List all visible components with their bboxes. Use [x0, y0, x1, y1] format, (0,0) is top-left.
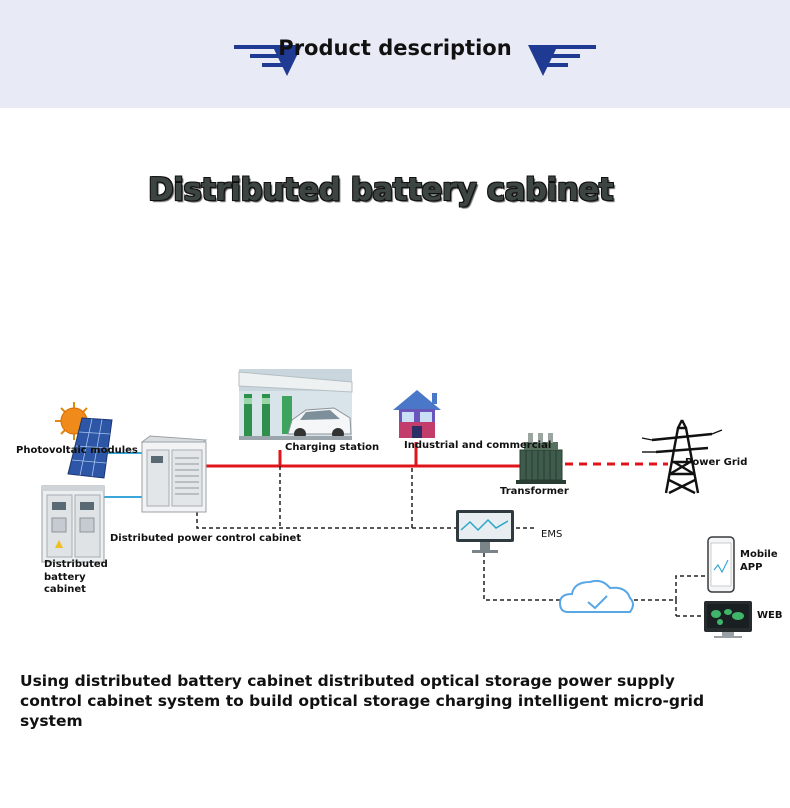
power-lines [206, 442, 520, 468]
mobile-phone-icon [707, 536, 735, 593]
power-control-label: Distributed power control cabinet [110, 533, 302, 544]
power-tower-icon [641, 419, 723, 495]
ems-monitor-icon [456, 510, 514, 553]
transformer-label: Transformer [500, 486, 569, 497]
web-label: WEB [757, 610, 783, 621]
web-monitor-icon [704, 601, 752, 638]
charging-station-icon [238, 369, 353, 440]
power-grid-label: Power Grid [685, 457, 748, 468]
ems-label: EMS [541, 529, 563, 540]
header-title: Product description [278, 36, 512, 60]
right-chevron-icon [528, 45, 596, 76]
communication-lines [196, 466, 706, 617]
cloud-icon [558, 579, 634, 613]
building-icon [393, 390, 441, 438]
photovoltaic-label: Photovoltaic modules [16, 445, 138, 456]
battery-cabinet-label: Distributed battery cabinet [44, 559, 108, 595]
main-title: Distributed battery cabinet [148, 172, 614, 208]
mobile-app-label: Mobile APP [740, 549, 778, 573]
header-banner [0, 0, 790, 108]
charging-station-label: Charging station [285, 442, 380, 453]
solar-panel-icon [67, 417, 113, 479]
caption-text: Using distributed battery cabinet distri… [20, 672, 705, 730]
transformer-icon [516, 433, 566, 484]
industrial-label: Industrial and commercial [404, 440, 552, 451]
dc-lines [102, 452, 142, 498]
left-chevron-icon [234, 45, 302, 76]
power-control-cabinet-icon [140, 435, 208, 513]
battery-cabinet-icon [41, 485, 105, 563]
